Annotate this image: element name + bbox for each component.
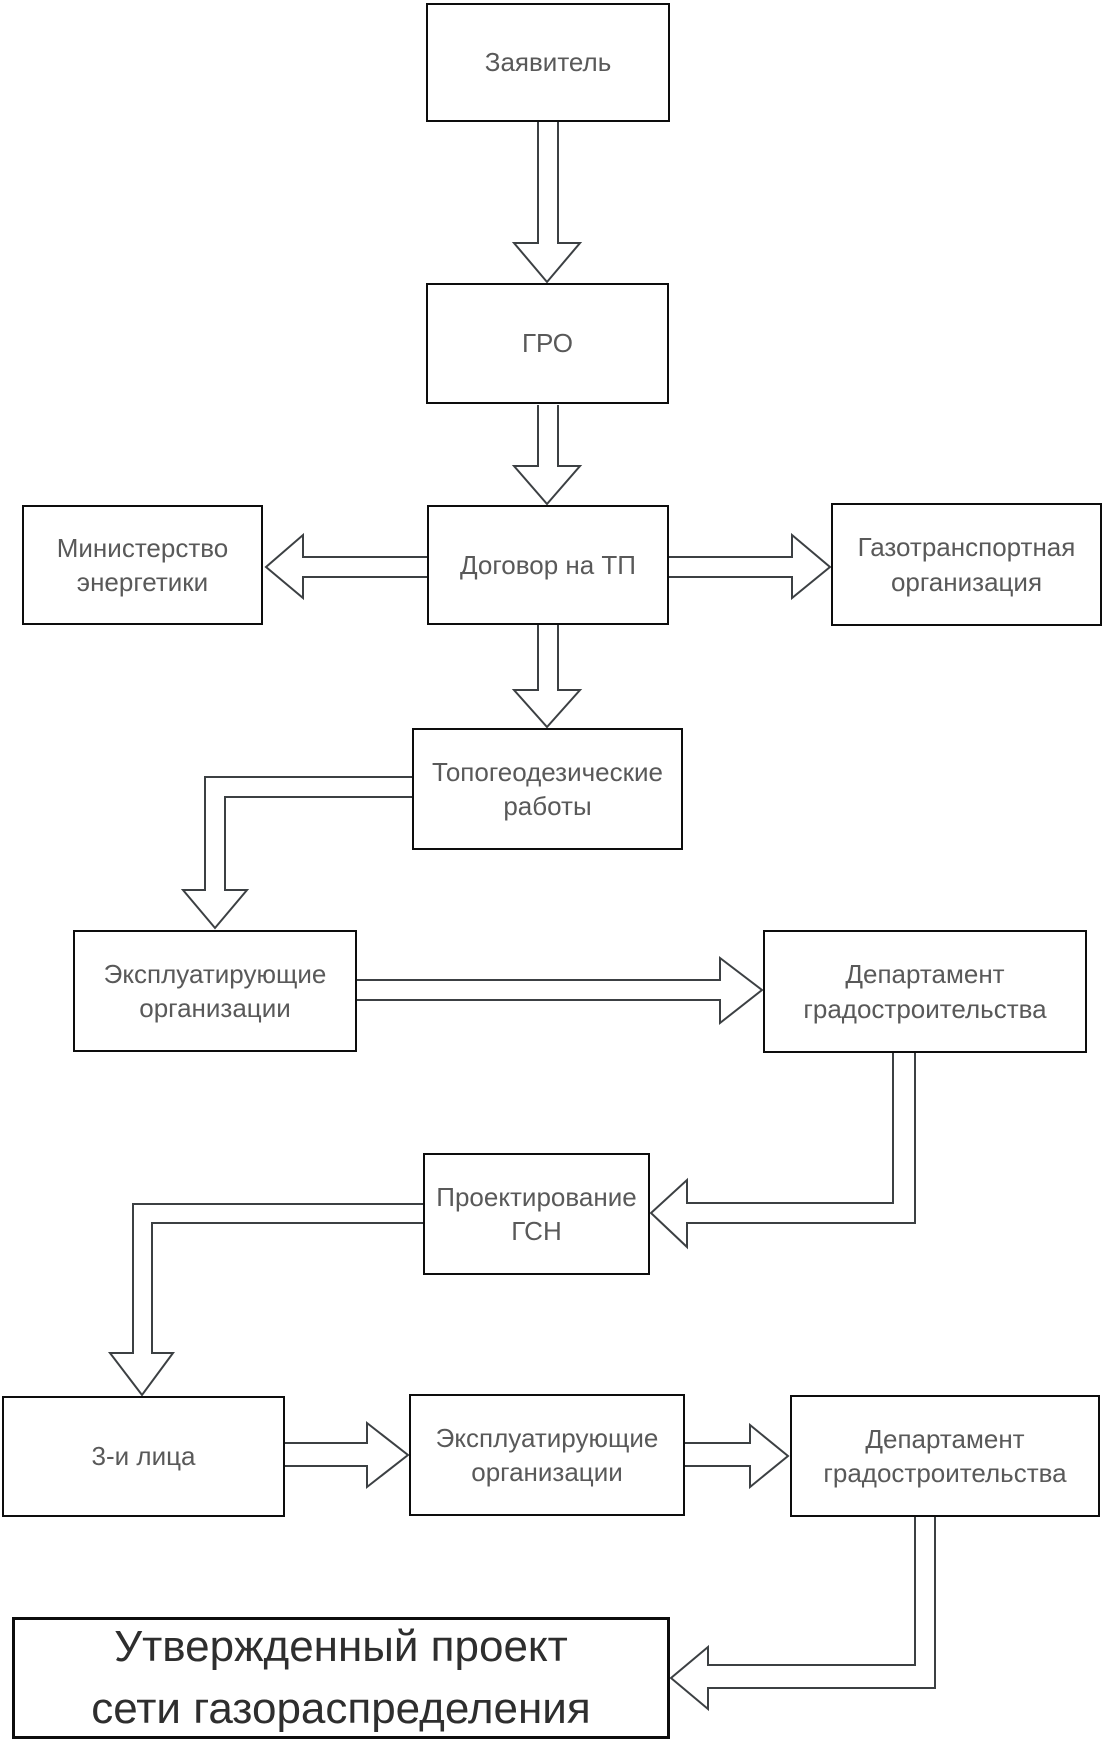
node-tretyi-litsa: 3-и лица: [2, 1396, 285, 1517]
node-label-line: Газотранспортная: [857, 532, 1076, 563]
node-label-line: энергетики: [76, 567, 209, 597]
node-label-line: градостроительства: [803, 993, 1047, 1024]
node-label-line: Министерство: [56, 532, 229, 563]
node-dogovor-na-tp: Договор на ТП: [427, 505, 669, 625]
node-label-line: ГРО: [521, 328, 574, 359]
node-ekspluat-org-2: Эксплуатирующие организации: [409, 1394, 685, 1516]
node-label-line: градостроительства: [823, 1458, 1067, 1488]
node-label-line: работы: [503, 791, 592, 821]
node-label-line: Утвержденный проект: [114, 1621, 568, 1671]
arrow-zayavitel-to-gro: [511, 122, 583, 284]
node-label-line: Департамент: [845, 959, 1005, 990]
arrow-proekt-gsn-to-tretyi-litsa: [107, 1203, 423, 1397]
arrow-dogovor-to-topogeodezia: [511, 625, 583, 729]
node-label-line: Заявитель: [484, 47, 612, 78]
node-label-line: 3-и лица: [91, 1441, 196, 1472]
node-label-line: организации: [139, 993, 291, 1023]
node-utverzhd-proekt: Утвержденный проект сети газораспределени…: [12, 1617, 670, 1739]
arrow-dogovor-to-minenergo: [264, 532, 427, 601]
node-label-line: организации: [471, 1457, 623, 1487]
node-label-line: ГСН: [511, 1216, 562, 1246]
arrow-dogovor-to-gazotransport: [669, 532, 832, 601]
node-label-line: Проектирование: [436, 1181, 637, 1212]
arrow-dep-grad-2-to-utverzhd-proekt: [669, 1517, 936, 1712]
node-label-line: сети газораспределения: [91, 1684, 591, 1733]
arrow-gro-to-dogovor: [511, 405, 583, 506]
arrow-ekspluat-org-2-to-dep-grad-2: [685, 1422, 790, 1490]
node-topogeodezia: Топогеодезические работы: [412, 728, 683, 850]
arrow-dep-grad-1-to-proekt-gsn: [649, 1053, 916, 1250]
node-label-line: Эксплуатирующие: [435, 1422, 659, 1453]
arrow-tretyi-litsa-to-ekspluat-org-2: [285, 1420, 410, 1490]
node-minenergo: Министерство энергетики: [22, 505, 263, 625]
node-label-line: организация: [890, 566, 1043, 597]
arrow-topogeodezia-to-ekspluat-org-1: [180, 776, 412, 930]
arrow-ekspluat-org-1-to-dep-grad-1: [357, 955, 764, 1026]
node-ekspluat-org-1: Эксплуатирующие организации: [73, 930, 357, 1052]
node-label-line: Топогеодезические: [432, 756, 663, 787]
node-dep-grad-2: Департамент градостроительства: [790, 1395, 1100, 1517]
node-label-line: Эксплуатирующие: [103, 958, 327, 989]
node-zayavitel: Заявитель: [426, 3, 670, 122]
node-label-line: Департамент: [865, 1423, 1025, 1454]
node-gro: ГРО: [426, 283, 669, 404]
node-label-line: Договор на ТП: [459, 549, 636, 580]
